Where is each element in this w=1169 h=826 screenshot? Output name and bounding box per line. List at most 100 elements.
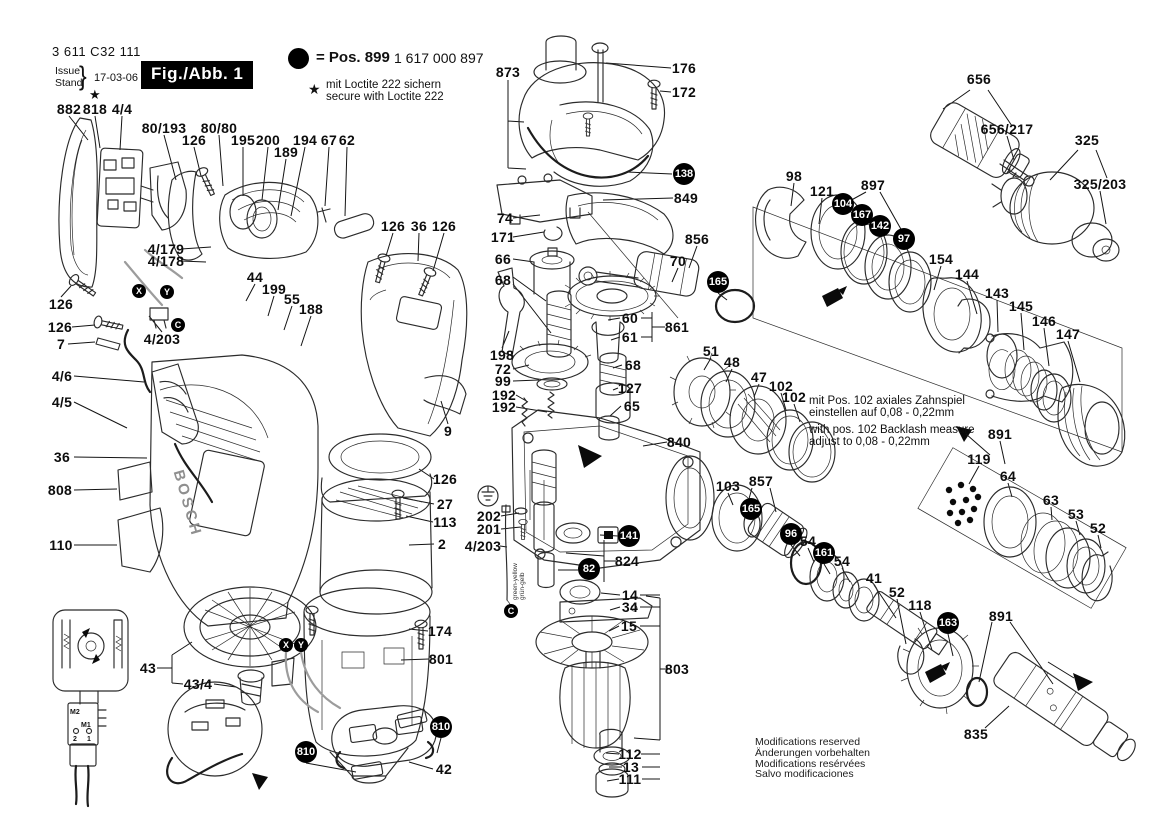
wire-color-en: green-yellow <box>512 563 519 600</box>
part-number-label: 36 <box>410 218 428 234</box>
pos-899-badge: 163 <box>937 612 959 634</box>
part-number-label: 200 <box>255 132 281 148</box>
part-number-label: 325 <box>1074 132 1100 148</box>
part-number-label: 113 <box>433 514 457 530</box>
part-number-label: 70 <box>669 253 687 269</box>
modifications-note: Modifications reserved Änderungen vorbeh… <box>755 737 870 780</box>
part-number-label: 656/217 <box>980 121 1034 137</box>
part-number-label: 891 <box>988 608 1014 624</box>
pos-899-badge: 165 <box>740 498 762 520</box>
document-number: 3 611 C32 111 <box>52 44 141 59</box>
part-number-label: 4/4 <box>111 101 133 117</box>
issue-stand-label: Issue Stand <box>55 65 83 89</box>
part-number-label: 882 <box>56 101 82 117</box>
pos-899-badge: 97 <box>893 228 915 250</box>
modifications-es: Salvo modificaciones <box>755 768 854 781</box>
backlash-de-1: mit Pos. 102 axiales Zahnspiel <box>809 395 965 407</box>
part-number-label: 15 <box>620 618 638 634</box>
part-number-label: 146 <box>1031 313 1057 329</box>
pos-899-dot-icon <box>288 48 309 69</box>
part-number-label: 147 <box>1055 326 1081 342</box>
part-number-label: 202 <box>476 508 502 524</box>
part-number-label: 172 <box>671 84 697 100</box>
pos-899-badge: 96 <box>780 523 802 545</box>
backlash-note: mit Pos. 102 axiales Zahnspiel einstelle… <box>809 395 975 448</box>
part-number-label: 195 <box>230 132 256 148</box>
part-number-label: 103 <box>715 478 741 494</box>
modifications-de: Änderungen vorbehalten <box>755 746 871 759</box>
part-number-label: 65 <box>623 398 641 414</box>
issue-de: Stand <box>55 76 83 89</box>
pos-899-badge: 104 <box>832 193 854 215</box>
part-number-label: 42 <box>435 761 453 777</box>
part-number-label: 873 <box>495 64 521 80</box>
part-number-label: 4/5 <box>51 394 73 410</box>
modifications-fr: Modifications resérvées <box>755 757 866 770</box>
part-number-label: 7 <box>56 336 66 352</box>
wiring-ref-badge: Y <box>160 285 174 299</box>
part-number-label: 144 <box>954 266 980 282</box>
schematic-terminal-m2: M2 <box>70 709 80 716</box>
part-number-label: 41 <box>865 570 883 586</box>
part-number-label: 47 <box>750 369 768 385</box>
part-number-label: 849 <box>673 190 699 206</box>
part-number-label: 61 <box>621 329 639 345</box>
part-number-label: 99 <box>494 373 512 389</box>
part-number-label: 43 <box>139 660 157 676</box>
part-number-label: 4/179 <box>147 241 185 257</box>
part-number-label: 835 <box>963 726 989 742</box>
part-number-label: 36 <box>53 449 71 465</box>
part-number-label: 102 <box>781 389 807 405</box>
part-number-label: 194 <box>292 132 318 148</box>
part-number-label: 188 <box>298 301 324 317</box>
pos-899-badge: 82 <box>578 558 600 580</box>
part-number-label: 171 <box>490 229 516 245</box>
part-number-label: 64 <box>999 468 1017 484</box>
wiring-ref-badge: C <box>171 318 185 332</box>
wiring-ref-badge: Y <box>294 638 308 652</box>
pos-899-order-number: 1 617 000 897 <box>394 50 484 66</box>
part-number-label: 801 <box>428 651 454 667</box>
pos-899-badge: 138 <box>673 163 695 185</box>
part-number-label: 110 <box>49 537 73 553</box>
part-number-label: 861 <box>664 319 690 335</box>
backlash-en-1: with pos. 102 Backlash measure <box>809 424 975 436</box>
pos-899-badge: 161 <box>813 542 835 564</box>
part-number-label: 34 <box>621 599 639 615</box>
part-number-label: 44 <box>246 269 264 285</box>
part-number-label: 52 <box>1089 520 1107 536</box>
modifications-en: Modifications reserved <box>755 736 861 748</box>
loctite-note: mit Loctite 222 sichern secure with Loct… <box>326 79 444 103</box>
part-number-label: 52 <box>888 584 906 600</box>
part-number-label: 72 <box>494 361 512 377</box>
part-number-label: 63 <box>1042 492 1060 508</box>
part-number-label: 43/4 <box>183 676 213 692</box>
part-number-label: 27 <box>436 496 454 512</box>
loctite-star: ★ <box>89 87 101 102</box>
part-number-label: 51 <box>702 343 720 359</box>
loctite-star-icon: ★ <box>308 81 321 97</box>
part-number-label: 126 <box>47 319 73 335</box>
figure-label: Fig./Abb. 1 <box>141 61 254 89</box>
part-number-label: 2 <box>437 536 447 552</box>
part-number-label: 192 <box>491 399 517 415</box>
part-number-label: 174 <box>427 623 453 639</box>
part-number-label: 803 <box>664 661 690 677</box>
part-number-label: 66 <box>494 251 512 267</box>
part-number-label: 126 <box>181 132 207 148</box>
part-number-label: 325/203 <box>1073 176 1127 192</box>
part-number-label: 54 <box>833 553 851 569</box>
issue-en: Issue <box>55 65 81 77</box>
part-number-label: 818 <box>82 101 108 117</box>
part-number-label: 143 <box>984 285 1010 301</box>
part-number-label: 111 <box>618 771 642 787</box>
loctite-note-de: mit Loctite 222 sichern <box>326 79 442 91</box>
pos-899-badge: 810 <box>430 716 452 738</box>
part-number-label: 121 <box>809 183 835 199</box>
part-number-label: 4/203 <box>464 538 502 554</box>
part-number-label: 126 <box>380 218 406 234</box>
part-number-label: 126 <box>432 471 458 487</box>
part-number-label: 102 <box>768 378 794 394</box>
part-number-label: 198 <box>489 347 515 363</box>
